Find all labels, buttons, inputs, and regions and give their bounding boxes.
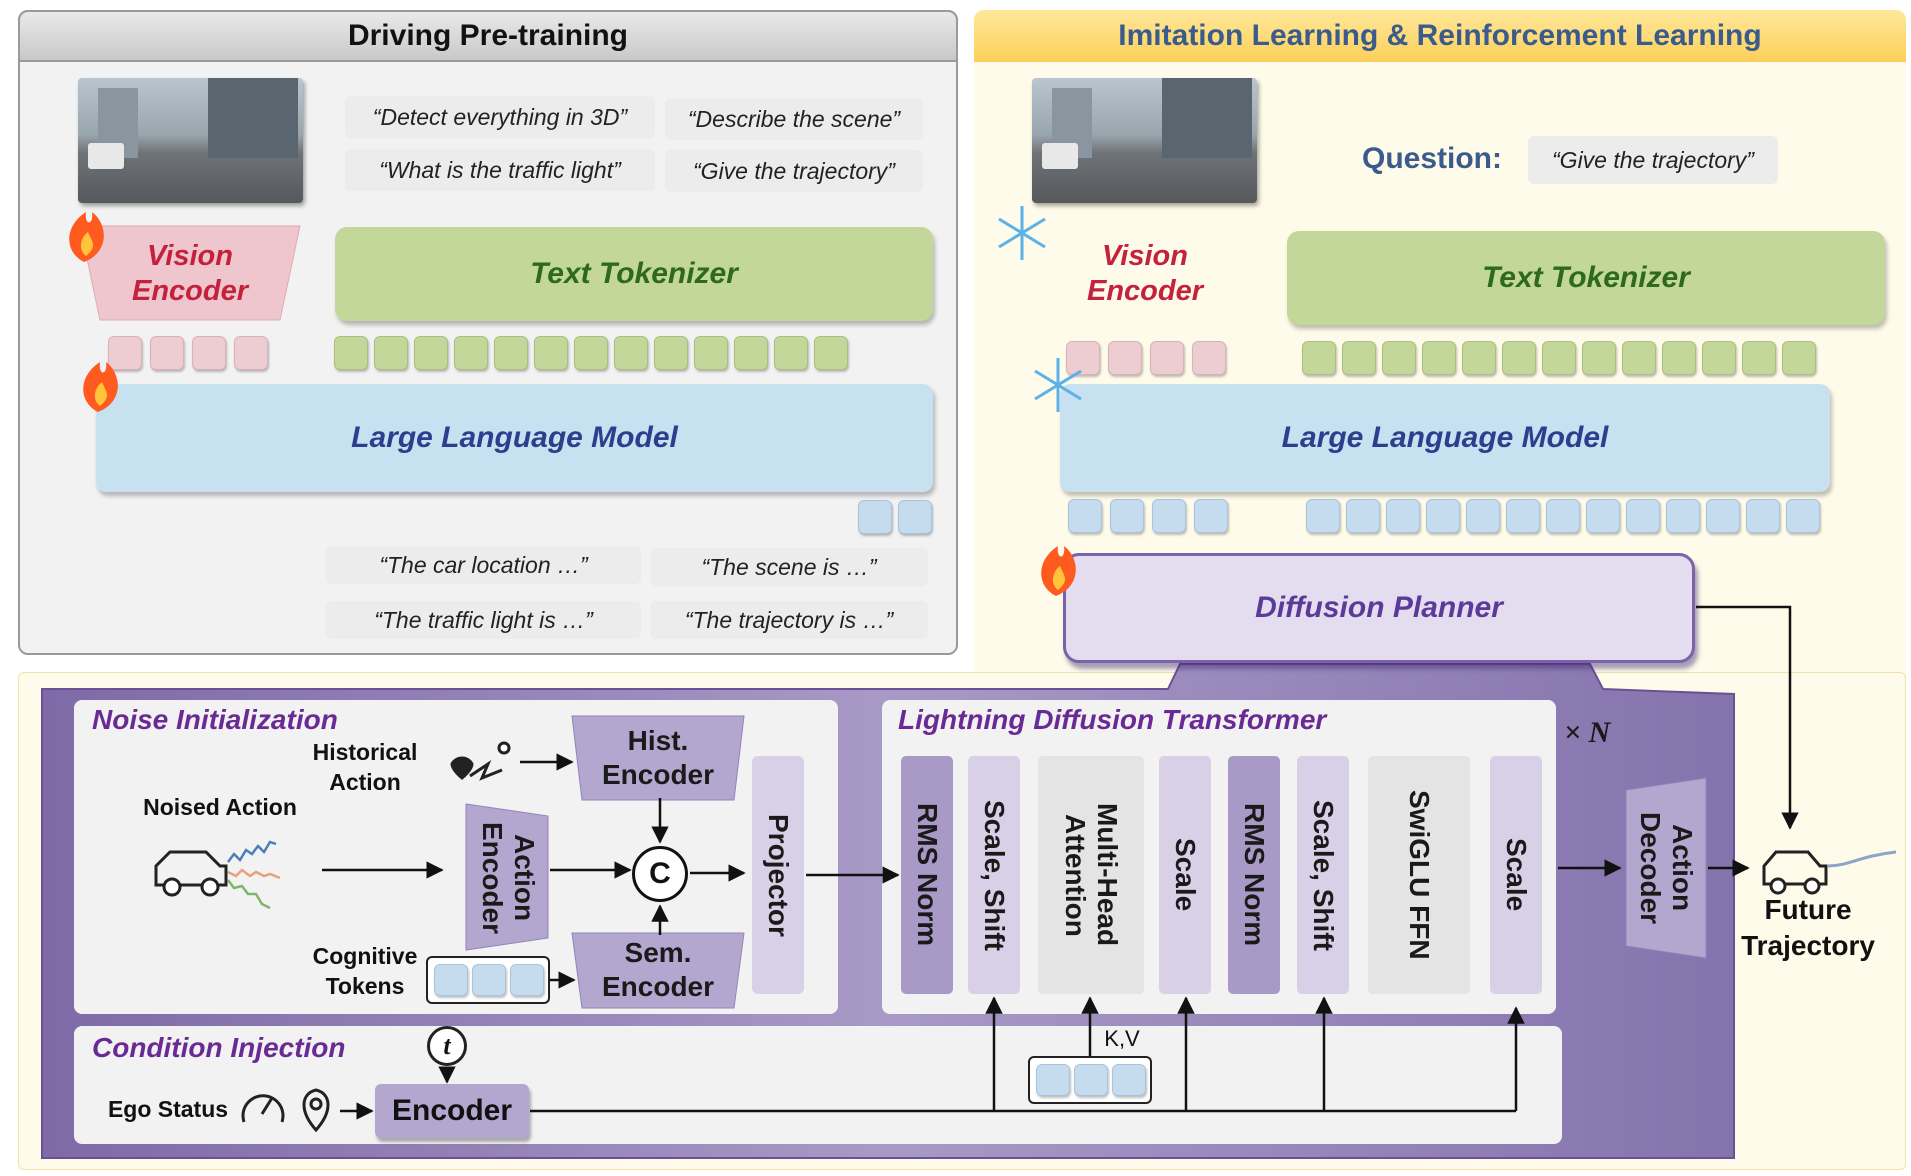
concat-node: C xyxy=(632,846,688,902)
sem-encoder: Sem. Encoder xyxy=(601,937,715,1002)
prompt-trajectory: “Give the trajectory” xyxy=(665,150,923,192)
llm-pretrain: Large Language Model xyxy=(96,384,933,492)
noised-car-icon xyxy=(154,850,228,897)
output-scene: “The scene is …” xyxy=(650,548,928,586)
output-trajectory: “The trajectory is …” xyxy=(650,601,928,639)
ldt-scale-1: Scale xyxy=(1159,756,1211,994)
il-token-row xyxy=(1066,341,1906,377)
repeat-n: × N xyxy=(1564,716,1611,749)
location-pin-icon xyxy=(302,1088,330,1133)
text-tokenizer-il: Text Tokenizer xyxy=(1287,231,1885,325)
prompt-describe: “Describe the scene” xyxy=(665,98,923,140)
flame-icon-planner xyxy=(1041,546,1076,596)
action-decoder: Action Decoder xyxy=(1635,811,1699,925)
snowflake-icon xyxy=(998,206,1046,260)
snowflake-icon-llm xyxy=(1034,358,1082,412)
future-trajectory-label: Future Trajectory xyxy=(1741,894,1875,962)
condition-title: Condition Injection xyxy=(92,1032,346,1063)
prompt-traffic: “What is the traffic light” xyxy=(345,149,655,191)
output-traffic-light: “The traffic light is …” xyxy=(326,601,641,639)
pretrain-token-row xyxy=(108,336,968,372)
il-llm-output-tokens xyxy=(1068,499,1868,535)
kv-token-group xyxy=(1028,1056,1152,1104)
ldt-rms-norm-2: RMS Norm xyxy=(1228,756,1280,994)
noised-action-label: Noised Action xyxy=(143,794,297,820)
pretrain-title: Driving Pre-training xyxy=(18,10,958,62)
flame-icon-llm xyxy=(83,362,118,412)
hist-encoder: Hist. Encoder xyxy=(601,725,715,790)
ldt-scale-shift-2: Scale, Shift xyxy=(1297,756,1349,994)
condition-encoder: Encoder xyxy=(375,1084,529,1138)
projector: Projector xyxy=(752,756,804,994)
vision-encoder-pretrain: Vision Encoder xyxy=(131,240,249,307)
question-prompt: “Give the trajectory” xyxy=(1528,136,1778,184)
vision-encoder-il: Vision Encoder xyxy=(1086,240,1204,307)
historical-action-icon xyxy=(450,741,511,781)
prompt-detect: “Detect everything in 3D” xyxy=(345,96,655,138)
ldt-swiglu-ffn: SwiGLU FFN xyxy=(1368,756,1470,994)
question-label: Question: xyxy=(1362,142,1502,175)
speedometer-icon xyxy=(241,1094,285,1123)
cognitive-tokens-label: Cognitive Tokens xyxy=(312,943,418,999)
ldt-rms-norm-1: RMS Norm xyxy=(901,756,953,994)
driving-scene-image xyxy=(78,78,303,203)
ldt-multi-head-attention: Multi-Head Attention xyxy=(1038,756,1144,994)
driving-scene-image-il xyxy=(1032,78,1257,203)
ldt-scale-2: Scale xyxy=(1490,756,1542,994)
cognitive-token-group xyxy=(426,956,550,1004)
timestep-node: t xyxy=(427,1026,467,1066)
ego-status-label: Ego Status xyxy=(107,1096,229,1122)
historical-action-label: Historical Action xyxy=(312,739,418,795)
output-car-location: “The car location …” xyxy=(326,546,641,584)
text-tokenizer-pretrain: Text Tokenizer xyxy=(335,227,933,321)
future-car-icon xyxy=(1762,850,1897,895)
llm-il: Large Language Model xyxy=(1060,384,1830,492)
kv-label: K,V xyxy=(1104,1026,1140,1051)
ldt-title: Lightning Diffusion Transformer xyxy=(898,704,1327,735)
il-rl-title: Imitation Learning & Reinforcement Learn… xyxy=(974,10,1906,62)
flame-icon xyxy=(69,212,104,262)
llm-output-tokens xyxy=(858,500,938,536)
diffusion-planner: Diffusion Planner xyxy=(1063,553,1695,663)
noise-init-title: Noise Initialization xyxy=(92,704,338,735)
ldt-scale-shift-1: Scale, Shift xyxy=(968,756,1020,994)
noise-lines-icon xyxy=(227,840,281,910)
action-encoder: Action Encoder xyxy=(477,821,541,935)
